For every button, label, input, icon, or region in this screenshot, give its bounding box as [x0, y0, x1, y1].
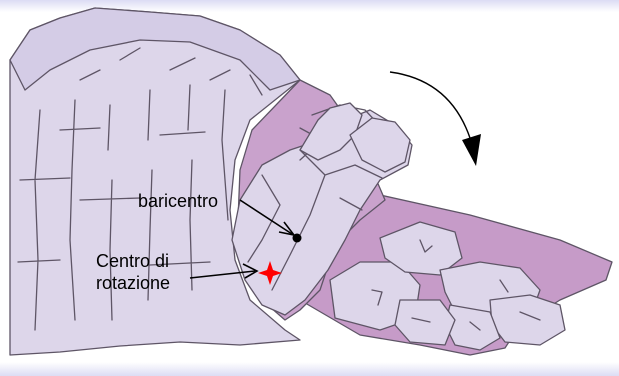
barycenter-marker	[293, 234, 302, 243]
rotation-center-label-line1: Centro di	[96, 250, 170, 272]
block-4	[490, 295, 565, 345]
barycenter-label: baricentro	[138, 190, 218, 212]
rotation-center-label: Centro di rotazione	[96, 250, 170, 294]
rotation-center-label-line2: rotazione	[96, 272, 170, 294]
